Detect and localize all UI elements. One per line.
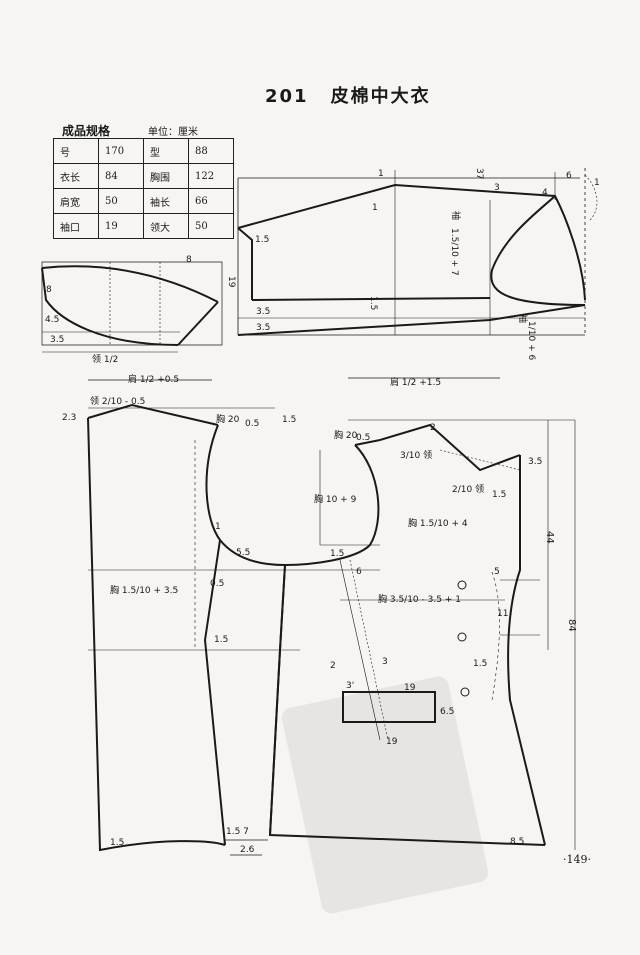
front-label: 1.5 [473,659,487,669]
sleeve-label: 19 [226,276,236,288]
back-label: 0.5 [245,419,259,429]
spec-row: 号 170 型 88 [53,138,234,164]
sleeve-label: 1 [594,178,600,188]
collar-label: 8 [46,285,52,295]
front-label: 3' [346,681,354,691]
back-label: 肩 1/2 +0.5 [128,373,179,385]
front-label: 3 [382,657,388,667]
back-label: 2.3 [62,413,76,423]
collar-label: 3.5 [50,335,64,345]
back-label: 5.5 [236,548,250,558]
front-label: 胸 3.5/10 - 3.5 + 1 [378,593,461,605]
front-body-pattern [268,377,576,850]
back-label: 0.5 [210,579,224,589]
sleeve-label: 1 [378,169,384,179]
front-label: 2 [430,423,436,433]
spec-cell: 50 [188,213,234,239]
front-label: 84 [566,619,577,632]
front-label: 19 [404,683,416,693]
title-name: 皮棉中大衣 [330,86,431,107]
back-label: 1.5 [282,415,296,425]
spec-cell: 袖长 [143,188,189,214]
front-label: 19 [386,737,398,747]
front-label: 11 [497,609,508,619]
page-title: 201 皮棉中大衣 [265,82,431,108]
front-label: 3.5 [528,457,542,467]
title-number: 201 [265,86,309,107]
back-label: 2.6 [240,845,255,855]
sleeve-label: 3.5 [256,323,270,333]
back-label: 1 [215,522,221,532]
collar-label: 8 [186,255,192,265]
spec-row: 肩宽 50 袖长 66 [53,188,234,214]
front-label: 0.5 [356,433,370,443]
sleeve-label: 1/10 + 6 [526,321,536,360]
spec-cell: 肩宽 [53,188,99,214]
back-label: 胸 20 [216,413,240,425]
sleeve-label: 1.5 [368,296,378,310]
back-body-labels: 肩 1/2 +0.5 2.3 领 2/10 - 0.5 胸 20 0.5 1.5… [62,373,296,855]
sleeve-pattern [237,168,598,336]
sleeve-label: 6 [566,171,572,181]
back-label: 1.5 7 [226,827,249,837]
back-body-pattern [87,379,380,856]
front-label: 1.5 [492,490,506,500]
collar-label: 领 1/2 [92,353,118,365]
back-label: 领 2/10 - 0.5 [90,395,145,407]
back-label: 胸 1.5/10 + 3.5 [110,584,178,596]
front-label: 2 [330,661,336,671]
collar-label: 4.5 [45,315,59,325]
spec-table: 号 170 型 88 衣长 84 胸围 122 肩宽 50 袖长 66 袖口 1… [53,138,234,239]
front-label: 2/10 领 [452,483,484,495]
front-label: 胸 20 [334,429,358,441]
front-label: 6 [356,567,362,577]
sleeve-label: 袖 [517,314,529,323]
collar-pattern [41,261,223,353]
sleeve-label: 3 [494,183,500,193]
spec-heading: 成品规格 [62,124,111,138]
front-body-labels: 肩 1/2 +1.5 胸 20 0.5 2 3/10 领 2/10 领 3.5 … [314,376,577,847]
front-label: 44 [544,531,555,544]
sleeve-label: 4 [542,188,548,198]
back-label: 1.5 [214,635,228,645]
spec-cell: 袖口 [53,213,99,239]
sleeve-label: 3.5 [256,307,270,317]
sleeve-label: 1 [372,203,378,213]
sleeve-label: 1.5 [255,235,269,245]
front-label: 5 [494,567,500,577]
front-label: 6.5 [440,707,454,717]
sleeve-label: 袖 [450,211,462,220]
collar-labels: 8 8 4.5 3.5 领 1/2 [45,255,192,365]
front-label: 8.5 [510,837,524,847]
front-label: 肩 1/2 +1.5 [390,376,441,388]
spec-cell: 170 [98,138,144,164]
back-label: 1.5 [110,838,124,848]
spec-cell: 胸围 [143,163,189,189]
sleeve-labels: 37 6 4 3 1 1 1 1.5 19 3.5 3.5 1.5 袖 1.5/… [226,168,600,360]
front-label: 胸 1.5/10 + 4 [408,517,468,529]
sleeve-label: 37 [474,168,484,179]
front-label: 3/10 领 [400,449,432,461]
spec-row: 袖口 19 领大 50 [53,213,234,239]
page-number: ·149· [563,853,591,866]
spec-unit: 单位：厘米 [148,127,198,138]
front-label: 胸 10 + 9 [314,493,357,505]
spec-cell: 19 [98,213,144,239]
front-label: 1.5 [330,549,344,559]
sleeve-label: 1.5/10 + 7 [449,228,459,276]
